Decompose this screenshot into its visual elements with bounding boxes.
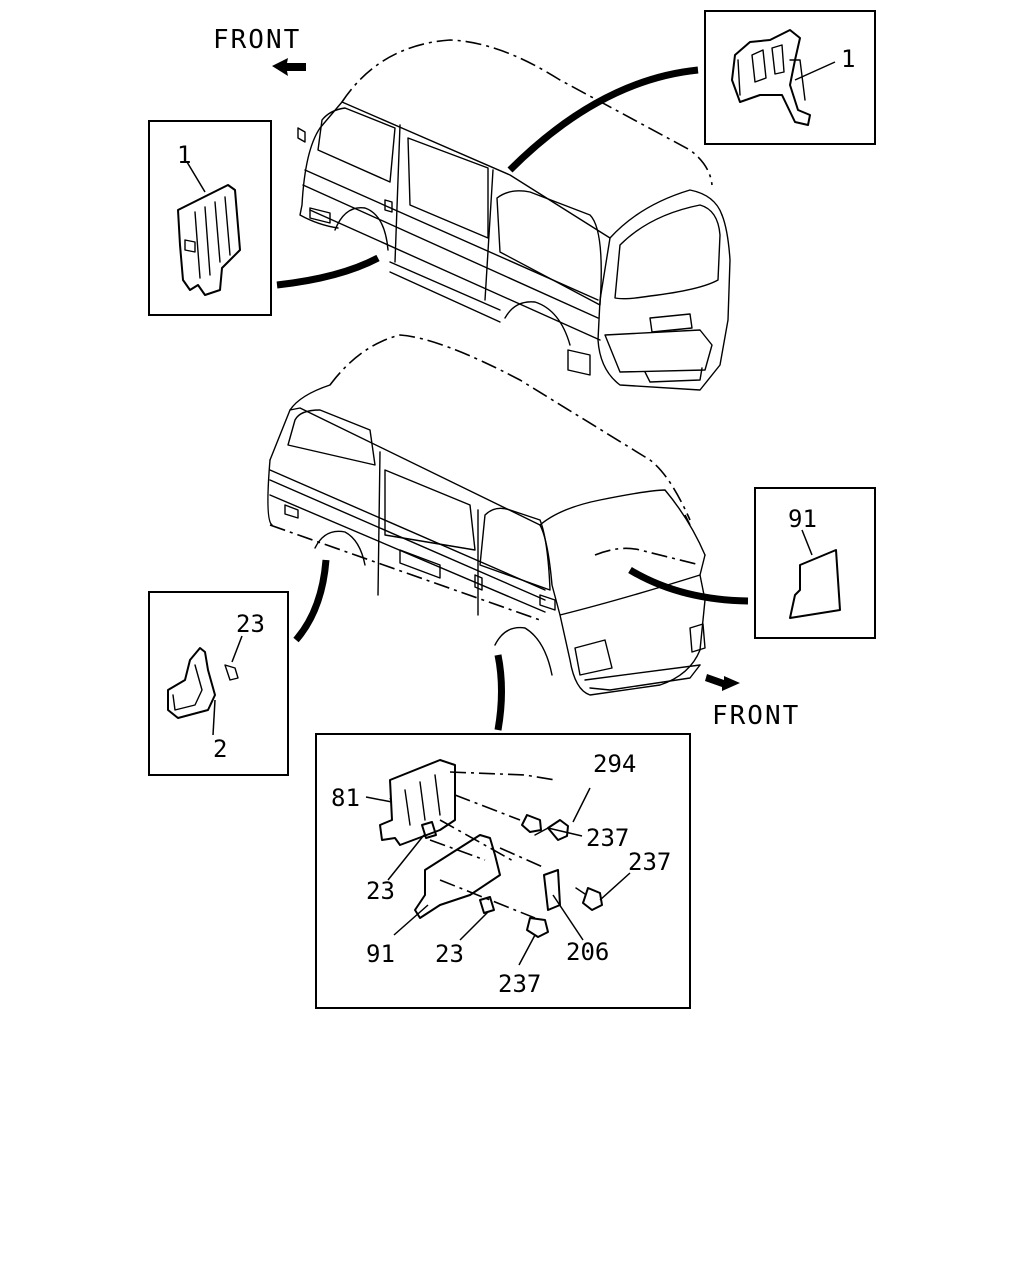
inset-frame-left (148, 591, 289, 776)
front-arrow-top-icon (272, 58, 306, 76)
callout-91-right: 91 (788, 505, 817, 533)
front-indicator-bottom: FRONT (705, 674, 800, 731)
bolt-294-icon (534, 819, 569, 841)
callout-2: 2 (213, 735, 227, 763)
front-label-top: FRONT (213, 25, 301, 55)
inset-frame-top-left (148, 120, 272, 316)
front-arrow-bottom-icon (705, 674, 740, 691)
inset-bracket-detail: 294 81 237 237 23 91 23 206 237 (315, 733, 691, 1009)
callout-206: 206 (566, 938, 609, 966)
van-rear-view (297, 39, 731, 391)
connector-bottom (494, 654, 505, 731)
inset-part-1-left: 1 (148, 120, 272, 316)
bolt-237-a-icon (521, 814, 542, 833)
bracket-91 (414, 834, 501, 919)
callout-91-detail: 91 (366, 940, 395, 968)
callout-23-left: 23 (236, 610, 265, 638)
bracket-206 (543, 869, 561, 911)
inset-part-91-right: 91 (754, 487, 876, 639)
callout-23-b: 23 (435, 940, 464, 968)
bolt-237-b-icon (575, 887, 603, 911)
bolt-237-c-icon (526, 917, 549, 938)
clip-23-a-icon (421, 821, 437, 839)
callout-237-a: 237 (586, 824, 629, 852)
front-indicator-top: FRONT (213, 25, 306, 76)
callout-1-right: 1 (841, 45, 855, 73)
inset-frame-bottom (315, 733, 691, 1009)
callout-237-c: 237 (498, 970, 541, 998)
connector-right-bottom (628, 566, 749, 605)
inset-part-2-left: 23 2 (148, 591, 289, 776)
callout-237-b: 237 (628, 848, 671, 876)
connector-right-top (507, 66, 699, 173)
connector-left-bottom (293, 559, 330, 643)
bracket-81 (379, 759, 456, 846)
callout-294: 294 (593, 750, 636, 778)
connector-left-top (276, 254, 380, 289)
van-front-view (267, 334, 706, 696)
inset-part-1-right: 1 (704, 10, 876, 145)
callout-81: 81 (331, 784, 360, 812)
inset-frame-top-right (704, 10, 876, 145)
front-label-bottom: FRONT (712, 701, 800, 731)
callout-23-a: 23 (366, 877, 395, 905)
callout-1-left: 1 (177, 141, 191, 169)
inset-frame-right (754, 487, 876, 639)
